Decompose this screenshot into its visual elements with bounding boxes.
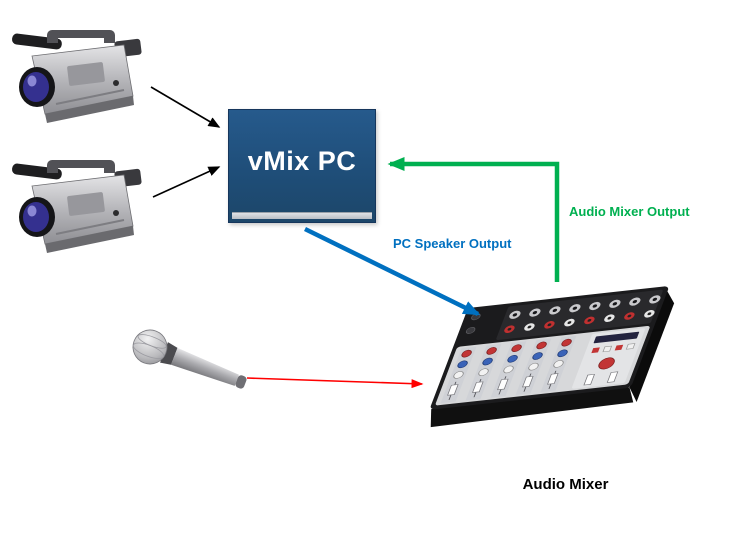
arrow-camera2-to-pc bbox=[152, 166, 221, 198]
vmix-pc-node: vMix PC bbox=[228, 109, 376, 223]
vmix-pc-label: vMix PC bbox=[247, 145, 357, 176]
monitor-base bbox=[232, 212, 372, 219]
pc-speaker-output-label: PC Speaker Output bbox=[393, 236, 512, 251]
arrow-mic-to-mixer bbox=[246, 377, 424, 389]
video-camera-icon bbox=[10, 29, 143, 124]
arrow-audio-mixer-output bbox=[387, 157, 560, 282]
audio-mixer-output-label: Audio Mixer Output bbox=[569, 204, 690, 219]
arrow-pc-speaker-output bbox=[304, 226, 481, 317]
video-camera-icon bbox=[10, 159, 143, 254]
arrow-camera1-to-pc bbox=[150, 86, 221, 128]
microphone-icon bbox=[127, 324, 252, 400]
audio-mixer-caption: Audio Mixer bbox=[522, 476, 609, 493]
